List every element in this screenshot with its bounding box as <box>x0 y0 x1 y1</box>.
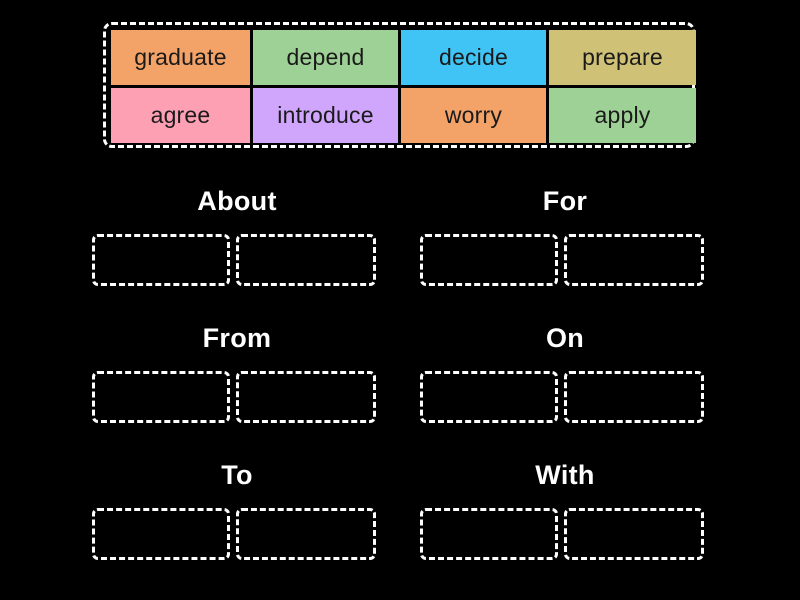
group-for: For <box>420 188 710 286</box>
drop-slot-from-2[interactable] <box>236 371 376 423</box>
group-with: With <box>420 462 710 560</box>
word-tile-label: depend <box>286 44 365 70</box>
group-title: With <box>535 460 595 490</box>
group-title: To <box>221 460 253 490</box>
word-tile-depend[interactable]: depend <box>253 30 398 85</box>
group-slot-row <box>420 371 710 423</box>
word-tile-label: agree <box>150 102 211 128</box>
group-title: About <box>197 186 277 216</box>
word-tile-label: prepare <box>582 44 663 70</box>
word-bank-row-1: graduate depend decide prepare <box>111 30 696 85</box>
drop-slot-about-2[interactable] <box>236 234 376 286</box>
word-tile-introduce[interactable]: introduce <box>253 88 398 143</box>
group-to: To <box>92 462 382 560</box>
word-tile-decide[interactable]: decide <box>401 30 546 85</box>
group-title: On <box>545 323 585 353</box>
word-tile-label: worry <box>444 102 503 128</box>
word-tile-label: decide <box>439 44 508 70</box>
drop-slot-on-2[interactable] <box>564 371 704 423</box>
drop-slot-with-1[interactable] <box>420 508 558 560</box>
drop-slot-about-1[interactable] <box>92 234 230 286</box>
drop-slot-with-2[interactable] <box>564 508 704 560</box>
drop-slot-for-2[interactable] <box>564 234 704 286</box>
drop-slot-for-1[interactable] <box>420 234 558 286</box>
word-tile-label: introduce <box>277 102 374 128</box>
drop-slot-to-1[interactable] <box>92 508 230 560</box>
word-tile-agree[interactable]: agree <box>111 88 250 143</box>
word-tile-label: graduate <box>134 44 227 70</box>
group-slot-row <box>92 234 382 286</box>
drop-slot-on-1[interactable] <box>420 371 558 423</box>
word-tile-apply[interactable]: apply <box>549 88 696 143</box>
word-tile-prepare[interactable]: prepare <box>549 30 696 85</box>
group-from: From <box>92 325 382 423</box>
group-title: For <box>542 186 588 216</box>
group-slot-row <box>420 234 710 286</box>
group-slot-row <box>420 508 710 560</box>
drop-slot-from-1[interactable] <box>92 371 230 423</box>
word-bank-container: graduate depend decide prepare agree int… <box>103 22 696 148</box>
word-tile-label: apply <box>594 102 651 128</box>
word-tile-worry[interactable]: worry <box>401 88 546 143</box>
group-slot-row <box>92 508 382 560</box>
group-slot-row <box>92 371 382 423</box>
group-title: From <box>202 323 272 353</box>
word-tile-graduate[interactable]: graduate <box>111 30 250 85</box>
group-about: About <box>92 188 382 286</box>
word-bank-row-2: agree introduce worry apply <box>111 88 696 143</box>
group-on: On <box>420 325 710 423</box>
drop-slot-to-2[interactable] <box>236 508 376 560</box>
